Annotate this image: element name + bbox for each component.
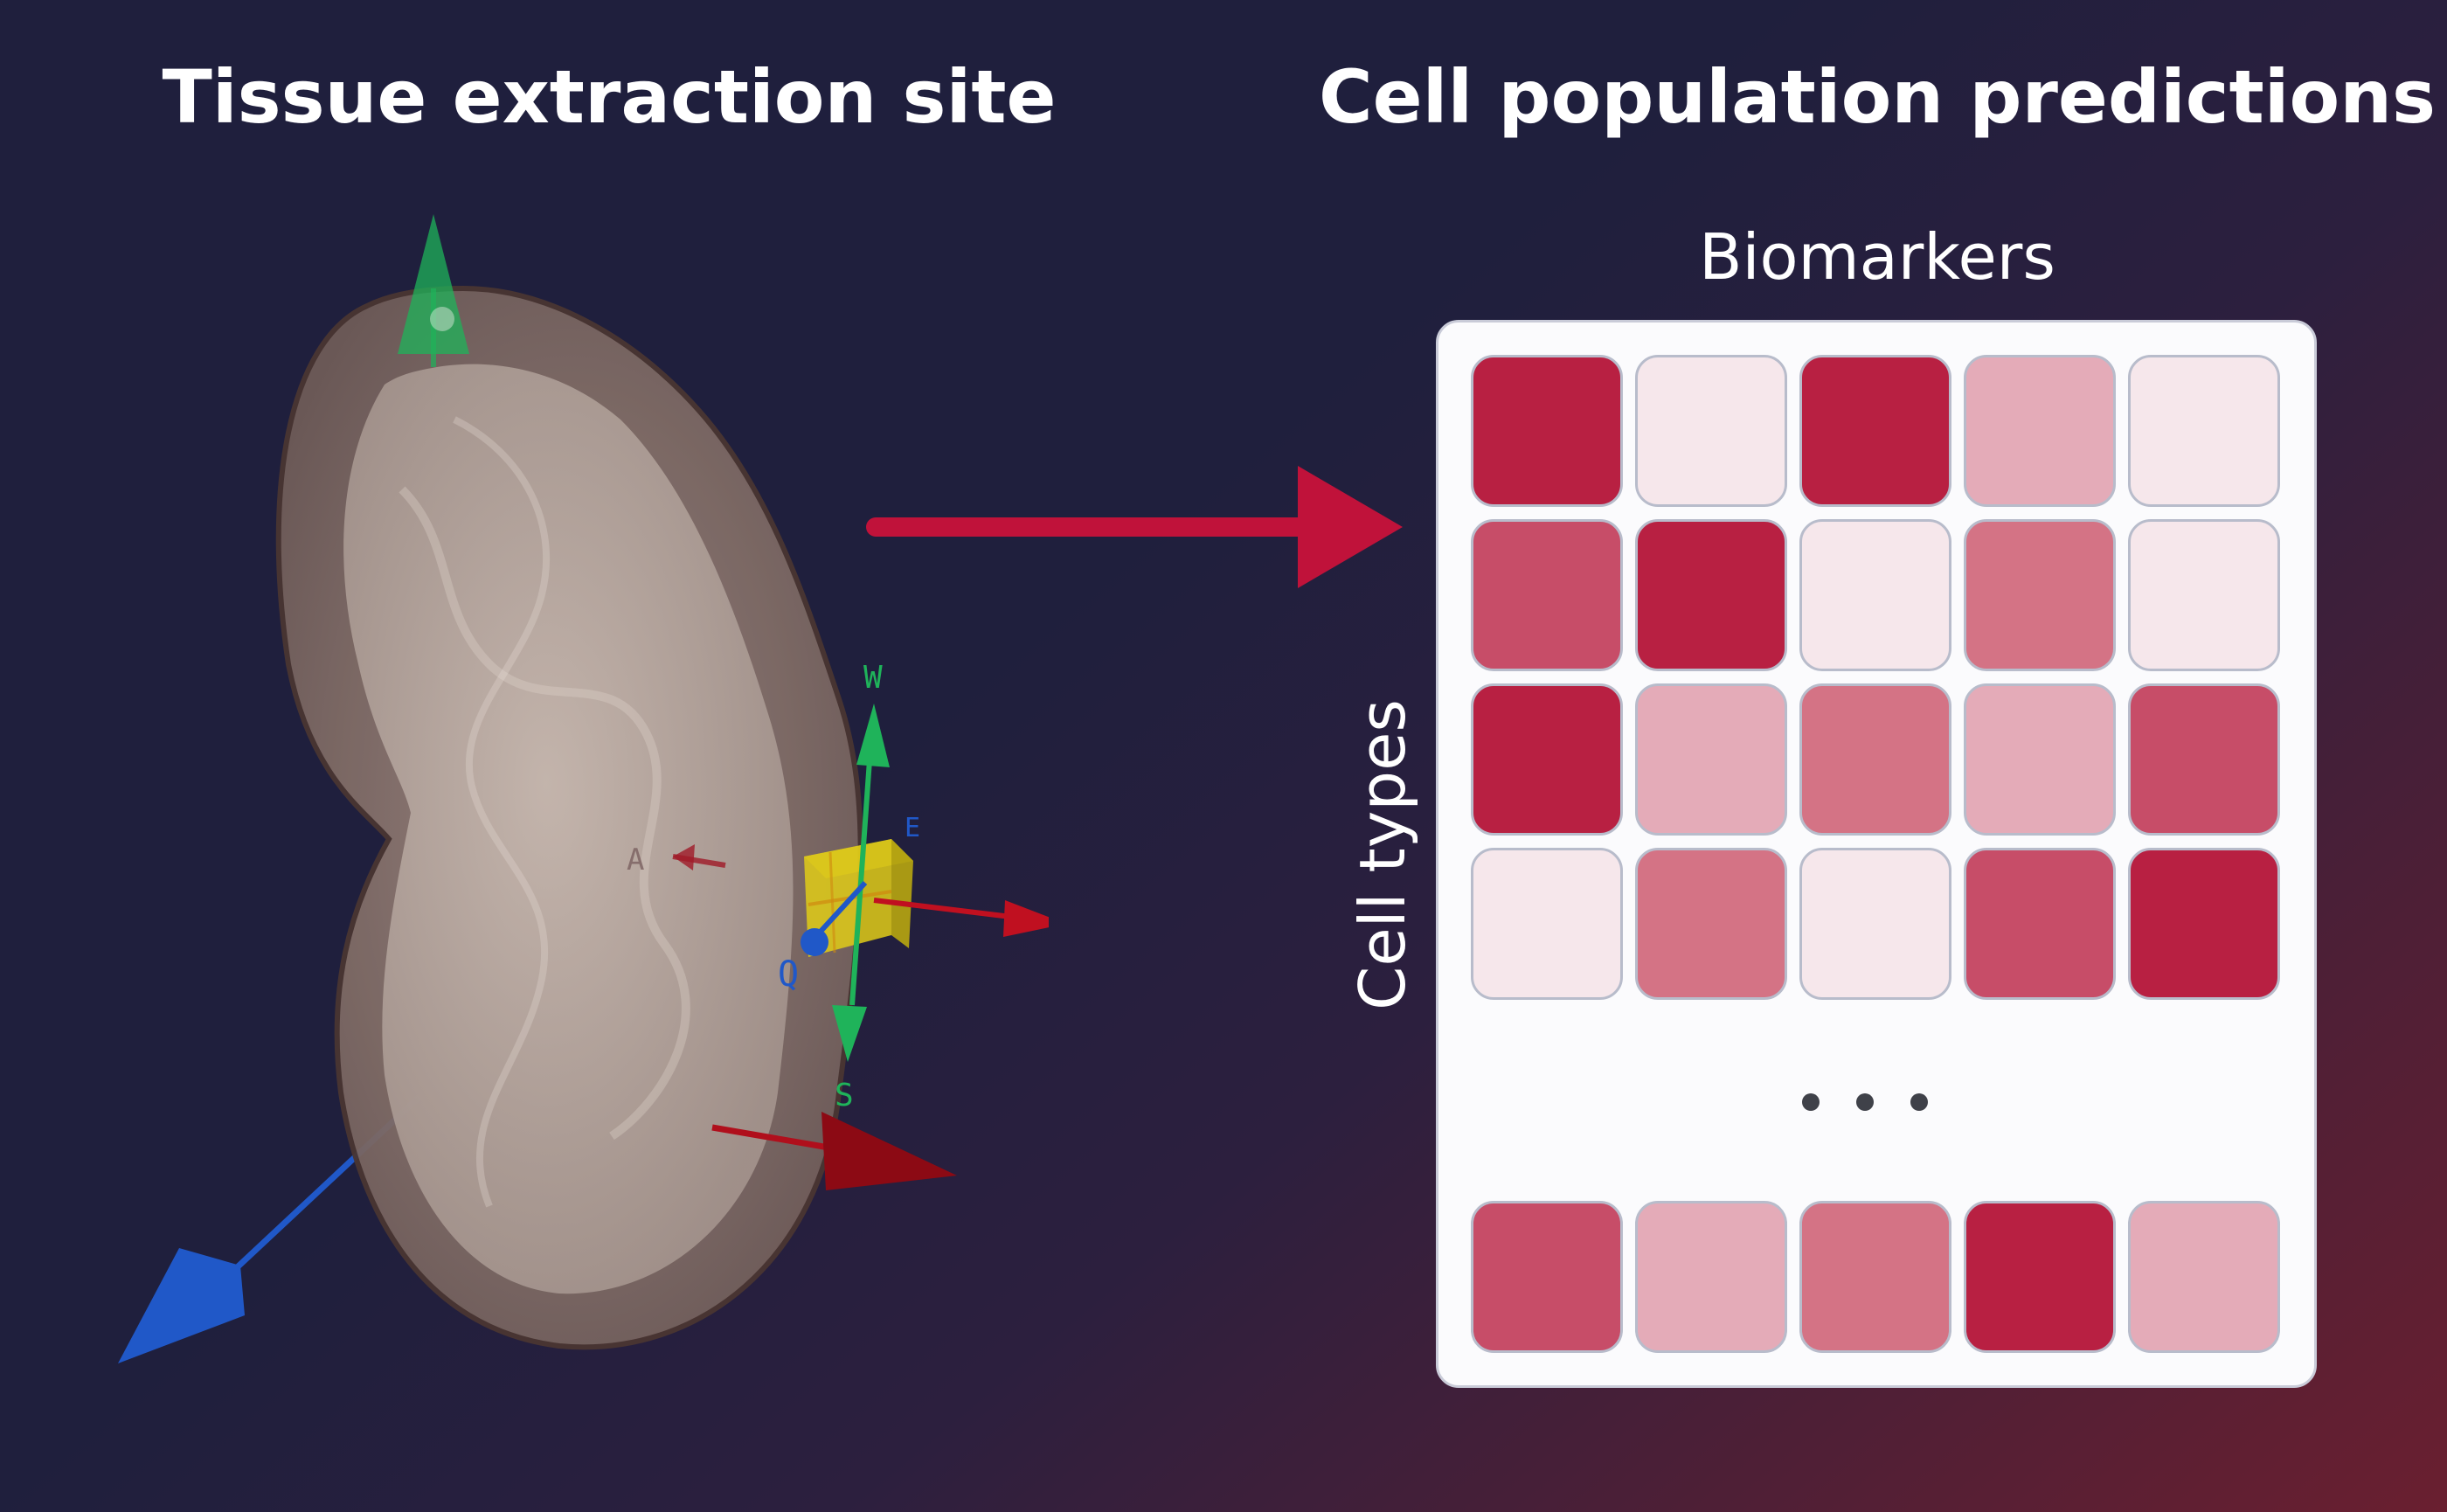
heatmap-cell-r4-c5 <box>2128 848 2280 1000</box>
axis-label-e: E <box>905 813 920 843</box>
heatmap-cell-r2-c5 <box>2128 519 2280 671</box>
ellipsis-dot <box>1802 1093 1820 1111</box>
biomarkers-axis-label: Biomarkers <box>1699 220 2055 294</box>
heatmap-cell-r3-c1 <box>1471 683 1623 836</box>
axis-label-a: A <box>627 843 644 877</box>
heatmap-cell-r2-c1 <box>1471 519 1623 671</box>
axis-label-w: W <box>863 660 883 696</box>
heatmap-cell-r4-c1 <box>1471 848 1623 1000</box>
heatmap-cell-r1-c2 <box>1635 355 1787 507</box>
heatmap-cell-r2-c4 <box>1964 519 2116 671</box>
heatmap-cell-r3-c5 <box>2128 683 2280 836</box>
cell-types-axis-label: Cell types <box>1346 699 1419 1010</box>
heatmap-cell-last-c4 <box>1964 1201 2116 1353</box>
heatmap-cell-r1-c1 <box>1471 355 1623 507</box>
heatmap-cell-last-c3 <box>1799 1201 1951 1353</box>
heatmap-cell-r3-c4 <box>1964 683 2116 836</box>
heatmap-cell-r1-c5 <box>2128 355 2280 507</box>
axis-label-q: Q <box>778 954 799 995</box>
heatmap-cell-r4-c2 <box>1635 848 1787 1000</box>
right-panel-title: Cell population predictions <box>1318 54 2437 140</box>
orientation-gizmo: A D W S Q E <box>627 660 1049 1113</box>
heatmap-cell-r4-c4 <box>1964 848 2116 1000</box>
axis-label-s: S <box>835 1078 854 1113</box>
red-axis-lower <box>711 1112 957 1190</box>
green-axis-top <box>398 214 469 367</box>
ellipsis-dot <box>1856 1093 1874 1111</box>
heatmap-cell-r2-c2 <box>1635 519 1787 671</box>
tissue-sample <box>275 285 863 1350</box>
heatmap-cell-r2-c3 <box>1799 519 1951 671</box>
ellipsis-dot <box>1910 1093 1928 1111</box>
heatmap-cell-r3-c3 <box>1799 683 1951 836</box>
left-panel-title: Tissue extraction site <box>162 54 1057 140</box>
heatmap-cell-r3-c2 <box>1635 683 1787 836</box>
heatmap-cell-r4-c3 <box>1799 848 1951 1000</box>
heatmap-cell-last-c1 <box>1471 1201 1623 1353</box>
heatmap-cell-last-c5 <box>2128 1201 2280 1353</box>
heatmap-cell-last-c2 <box>1635 1201 1787 1353</box>
heatmap-card <box>1436 320 2317 1388</box>
prediction-arrow <box>866 466 1403 588</box>
tissue-3d-scene: A D W S Q E <box>118 214 1049 1363</box>
row-ellipsis <box>1438 323 2314 1385</box>
heatmap-cell-r1-c4 <box>1964 355 2116 507</box>
heatmap-cell-r1-c3 <box>1799 355 1951 507</box>
